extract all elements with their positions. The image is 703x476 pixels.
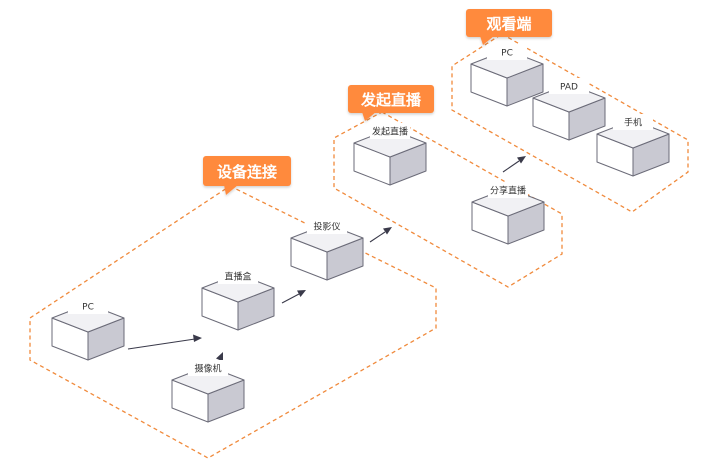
node-live-box: 直播盒 bbox=[201, 268, 275, 331]
node-viewer-pc-tag bbox=[487, 44, 527, 60]
node-projector-tag bbox=[307, 218, 347, 234]
badge-title-device-connection: 设备连接 bbox=[217, 163, 277, 181]
node-live-box-tag bbox=[218, 268, 258, 284]
node-projector-label: 投影仪 bbox=[313, 221, 340, 233]
badge-title-start-stream: 发起直播 bbox=[360, 91, 422, 109]
arrow-projector-to-start-stream bbox=[369, 227, 392, 243]
node-viewer-pc-label: PC bbox=[501, 49, 513, 59]
node-viewer-pc: PC bbox=[470, 44, 544, 107]
node-viewer-pad-label: PAD bbox=[560, 83, 578, 93]
node-start-stream-label: 发起直播 bbox=[372, 126, 408, 138]
node-camera: 摄像机 bbox=[171, 360, 245, 423]
node-camera-label: 摄像机 bbox=[194, 363, 221, 375]
node-viewer-pad: PAD bbox=[532, 78, 606, 141]
node-camera-tag bbox=[188, 360, 228, 376]
node-live-box-label: 直播盒 bbox=[224, 271, 251, 283]
group-outline-start-stream bbox=[333, 111, 563, 288]
node-share-stream-tag bbox=[488, 182, 528, 198]
node-pc-tag bbox=[68, 298, 108, 314]
node-share-stream-label: 分享直播 bbox=[490, 185, 526, 197]
badge-viewer: 观看端 bbox=[466, 9, 552, 45]
badge-device-connection: 设备连接 bbox=[203, 156, 291, 195]
node-viewer-phone-label: 手机 bbox=[624, 117, 642, 129]
node-viewer-phone-tag bbox=[613, 114, 653, 130]
node-start-stream-tag bbox=[370, 123, 410, 139]
node-start-stream: 发起直播 bbox=[353, 123, 427, 186]
node-share-stream: 分享直播 bbox=[471, 182, 545, 245]
node-projector: 投影仪 bbox=[290, 218, 364, 281]
node-pc: PC bbox=[51, 298, 125, 361]
node-viewer-pad-tag bbox=[549, 78, 589, 94]
node-pc-label: PC bbox=[82, 303, 94, 313]
arrow-share-to-viewers bbox=[502, 156, 526, 173]
node-viewer-phone: 手机 bbox=[596, 114, 670, 177]
arrow-live-box-to-projector bbox=[281, 290, 306, 304]
badge-title-viewer: 观看端 bbox=[486, 15, 531, 33]
arrow-pc-to-live-box bbox=[127, 334, 202, 350]
badge-start-stream: 发起直播 bbox=[348, 85, 434, 121]
